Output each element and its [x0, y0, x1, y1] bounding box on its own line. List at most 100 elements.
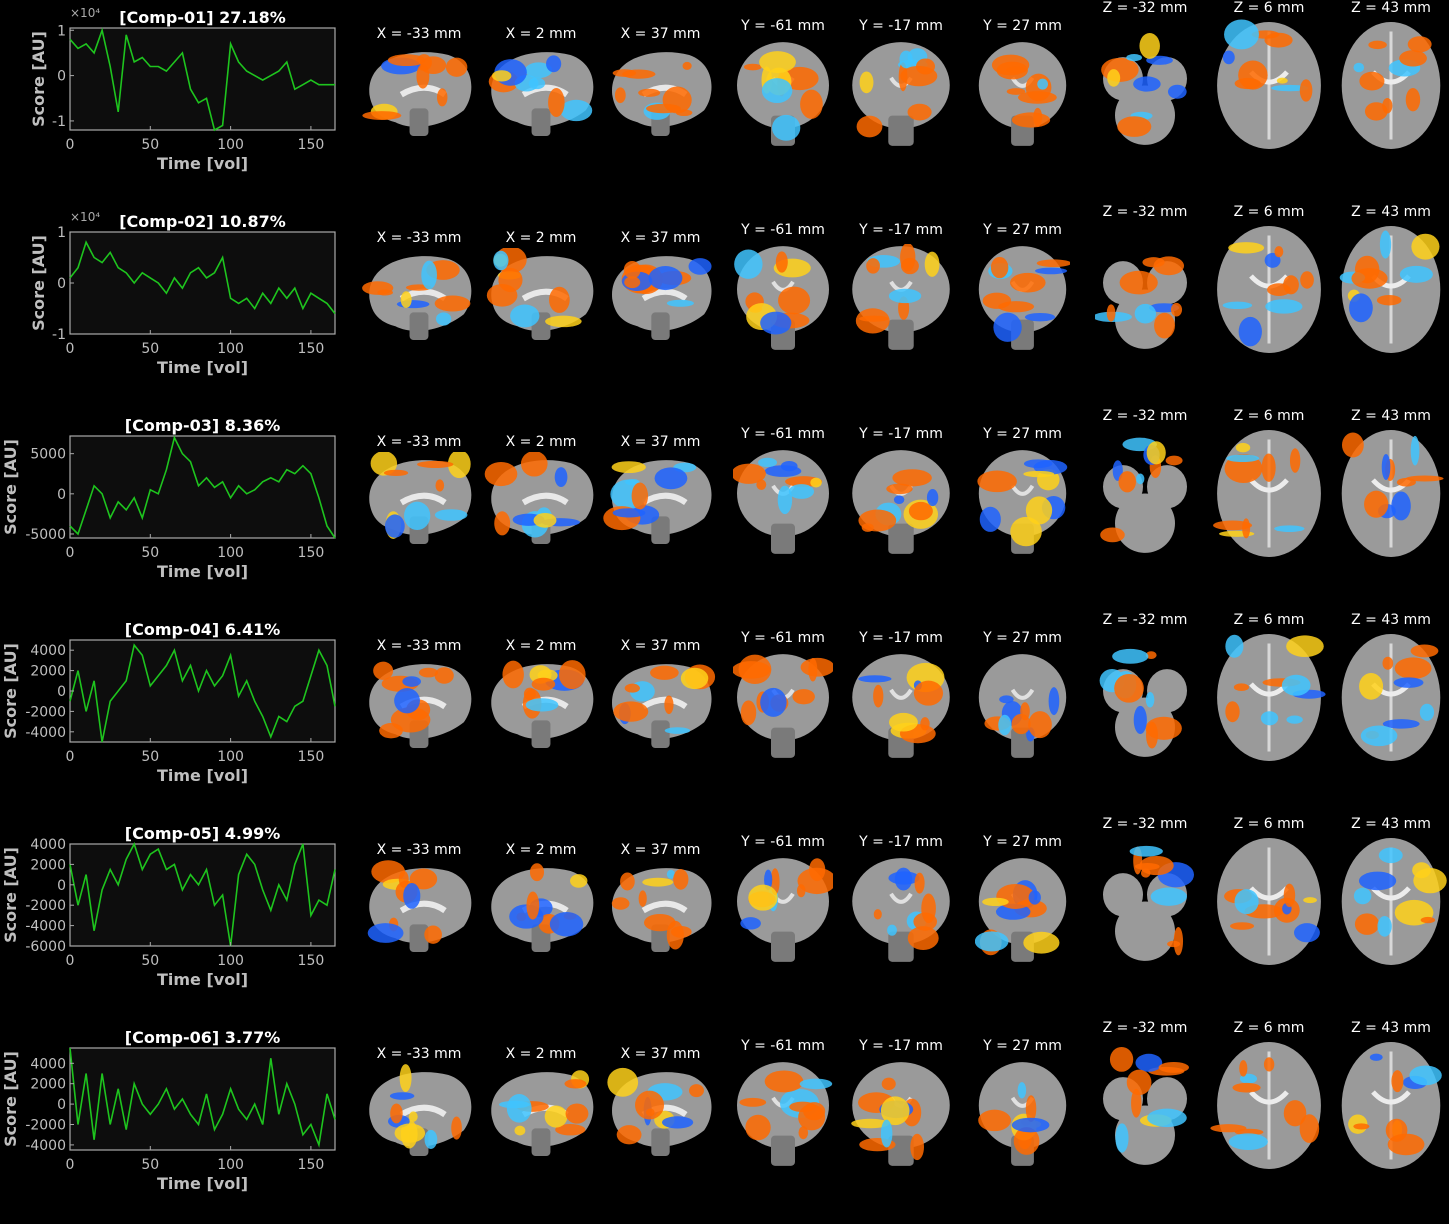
y-tick-label: 4000: [30, 1056, 66, 1072]
y-tick-label: 1: [57, 225, 66, 241]
brain-slice-image: [603, 1064, 718, 1160]
slice-coordinate-label: X = -33 mm: [376, 1046, 462, 1062]
y-tick-label: -2000: [25, 1118, 66, 1134]
slice-coordinate-label: X = -33 mm: [376, 638, 462, 654]
y-tick-label: -4000: [25, 919, 66, 935]
slice-coordinate-label: Z = -32 mm: [1102, 0, 1188, 16]
brain-slice-image: [733, 1060, 833, 1172]
slice-coordinate-label: Y = -61 mm: [741, 834, 825, 850]
brain-slice-image: [603, 860, 718, 956]
y-tick-label: -2000: [25, 704, 66, 720]
brain-slice-image: [975, 448, 1070, 560]
slice-coordinate-label: Y = 27 mm: [983, 18, 1062, 34]
component-title: [Comp-02] 10.87%: [119, 212, 286, 231]
slice-coordinate-label: Y = -17 mm: [859, 222, 943, 238]
score-trace: [69, 1047, 336, 1148]
x-tick-label: 50: [141, 1157, 159, 1173]
y-tick-label: -2000: [25, 898, 66, 914]
brain-slice-image: [975, 1060, 1070, 1172]
slice-coordinate-label: X = -33 mm: [376, 434, 462, 450]
x-tick-label: 150: [298, 953, 325, 969]
x-tick-label: 100: [217, 953, 244, 969]
brain-slice-image: [1210, 834, 1328, 973]
slice-coordinate-label: X = 2 mm: [505, 1046, 577, 1062]
brain-slice-image: [731, 652, 835, 764]
brain-slice-image: [360, 860, 478, 956]
x-axis-label: Time [vol]: [157, 1174, 248, 1193]
x-tick-label: 150: [298, 749, 325, 765]
slice-coordinate-label: Z = -32 mm: [1102, 408, 1188, 424]
component-title: [Comp-03] 8.36%: [124, 416, 281, 435]
slice-coordinate-label: Z = -32 mm: [1102, 816, 1188, 832]
slice-coordinate-label: X = 37 mm: [620, 230, 701, 246]
y-exponent-label: ×10⁴: [70, 210, 101, 224]
brain-slice-image: [482, 1064, 600, 1160]
brain-slice-image: [482, 246, 600, 344]
slice-coordinate-label: Z = 43 mm: [1351, 1020, 1431, 1036]
brain-slice-image: [1095, 834, 1195, 973]
y-tick-label: 2000: [30, 857, 66, 873]
y-tick-label: 0: [57, 684, 66, 700]
slice-coordinate-label: Z = 43 mm: [1351, 816, 1431, 832]
slice-coordinate-label: Y = 27 mm: [983, 222, 1062, 238]
brain-slice-image: [1095, 426, 1195, 565]
slice-coordinate-label: Y = -61 mm: [741, 1038, 825, 1054]
x-axis-label: Time [vol]: [157, 766, 248, 785]
slice-coordinate-label: Z = -32 mm: [1102, 612, 1188, 628]
brain-slice-image: [1210, 630, 1328, 769]
y-tick-label: 5000: [30, 447, 66, 463]
x-tick-label: 100: [217, 749, 244, 765]
brain-slice-image: [848, 652, 954, 764]
y-tick-label: -6000: [25, 939, 66, 955]
x-axis-label: Time [vol]: [157, 358, 248, 377]
slice-coordinate-label: X = 37 mm: [620, 26, 701, 42]
brain-slice-image: [1092, 222, 1195, 361]
x-tick-label: 50: [141, 749, 159, 765]
brain-slice-image: [482, 656, 600, 752]
slice-coordinate-label: Y = 27 mm: [983, 834, 1062, 850]
y-tick-label: -5000: [25, 527, 66, 543]
brain-slice-image: [1095, 1038, 1195, 1177]
x-tick-label: 50: [141, 545, 159, 561]
y-axis-label: Score [AU]: [1, 643, 20, 739]
x-tick-label: 50: [141, 341, 159, 357]
brain-slice-image: [1335, 630, 1447, 769]
y-tick-label: -1: [52, 327, 66, 343]
brain-slice-image: [731, 448, 833, 560]
brain-slice-image: [975, 40, 1070, 152]
x-tick-label: 0: [66, 749, 75, 765]
score-trace: [69, 27, 335, 132]
slice-coordinate-label: X = -33 mm: [376, 26, 462, 42]
component-title: [Comp-06] 3.77%: [124, 1028, 281, 1047]
slice-coordinate-label: Z = 43 mm: [1351, 204, 1431, 220]
x-tick-label: 100: [217, 545, 244, 561]
slice-coordinate-label: Y = -17 mm: [859, 426, 943, 442]
score-trace: [69, 643, 336, 743]
brain-slice-image: [848, 242, 954, 356]
brain-slice-image: [360, 248, 478, 344]
slice-coordinate-label: Y = -17 mm: [859, 18, 943, 34]
slice-coordinate-label: Z = 6 mm: [1233, 612, 1305, 628]
brain-slice-image: [1210, 426, 1328, 565]
component-title: [Comp-05] 4.99%: [124, 824, 281, 843]
slice-coordinate-label: X = 2 mm: [505, 638, 577, 654]
slice-coordinate-label: Y = -61 mm: [741, 18, 825, 34]
y-tick-label: -4000: [25, 725, 66, 741]
x-axis-label: Time [vol]: [157, 970, 248, 989]
slice-coordinate-label: Y = 27 mm: [983, 1038, 1062, 1054]
brain-slice-image: [360, 44, 478, 140]
slice-coordinate-label: Y = 27 mm: [983, 426, 1062, 442]
slice-coordinate-label: Z = -32 mm: [1102, 1020, 1188, 1036]
x-axis-label: Time [vol]: [157, 154, 248, 173]
slice-coordinate-label: Y = -61 mm: [741, 630, 825, 646]
brain-slice-image: [603, 452, 718, 548]
brain-slice-image: [1210, 18, 1328, 157]
slice-coordinate-label: Z = 43 mm: [1351, 612, 1431, 628]
slice-coordinate-label: Y = -17 mm: [859, 834, 943, 850]
y-tick-label: 0: [57, 69, 66, 85]
